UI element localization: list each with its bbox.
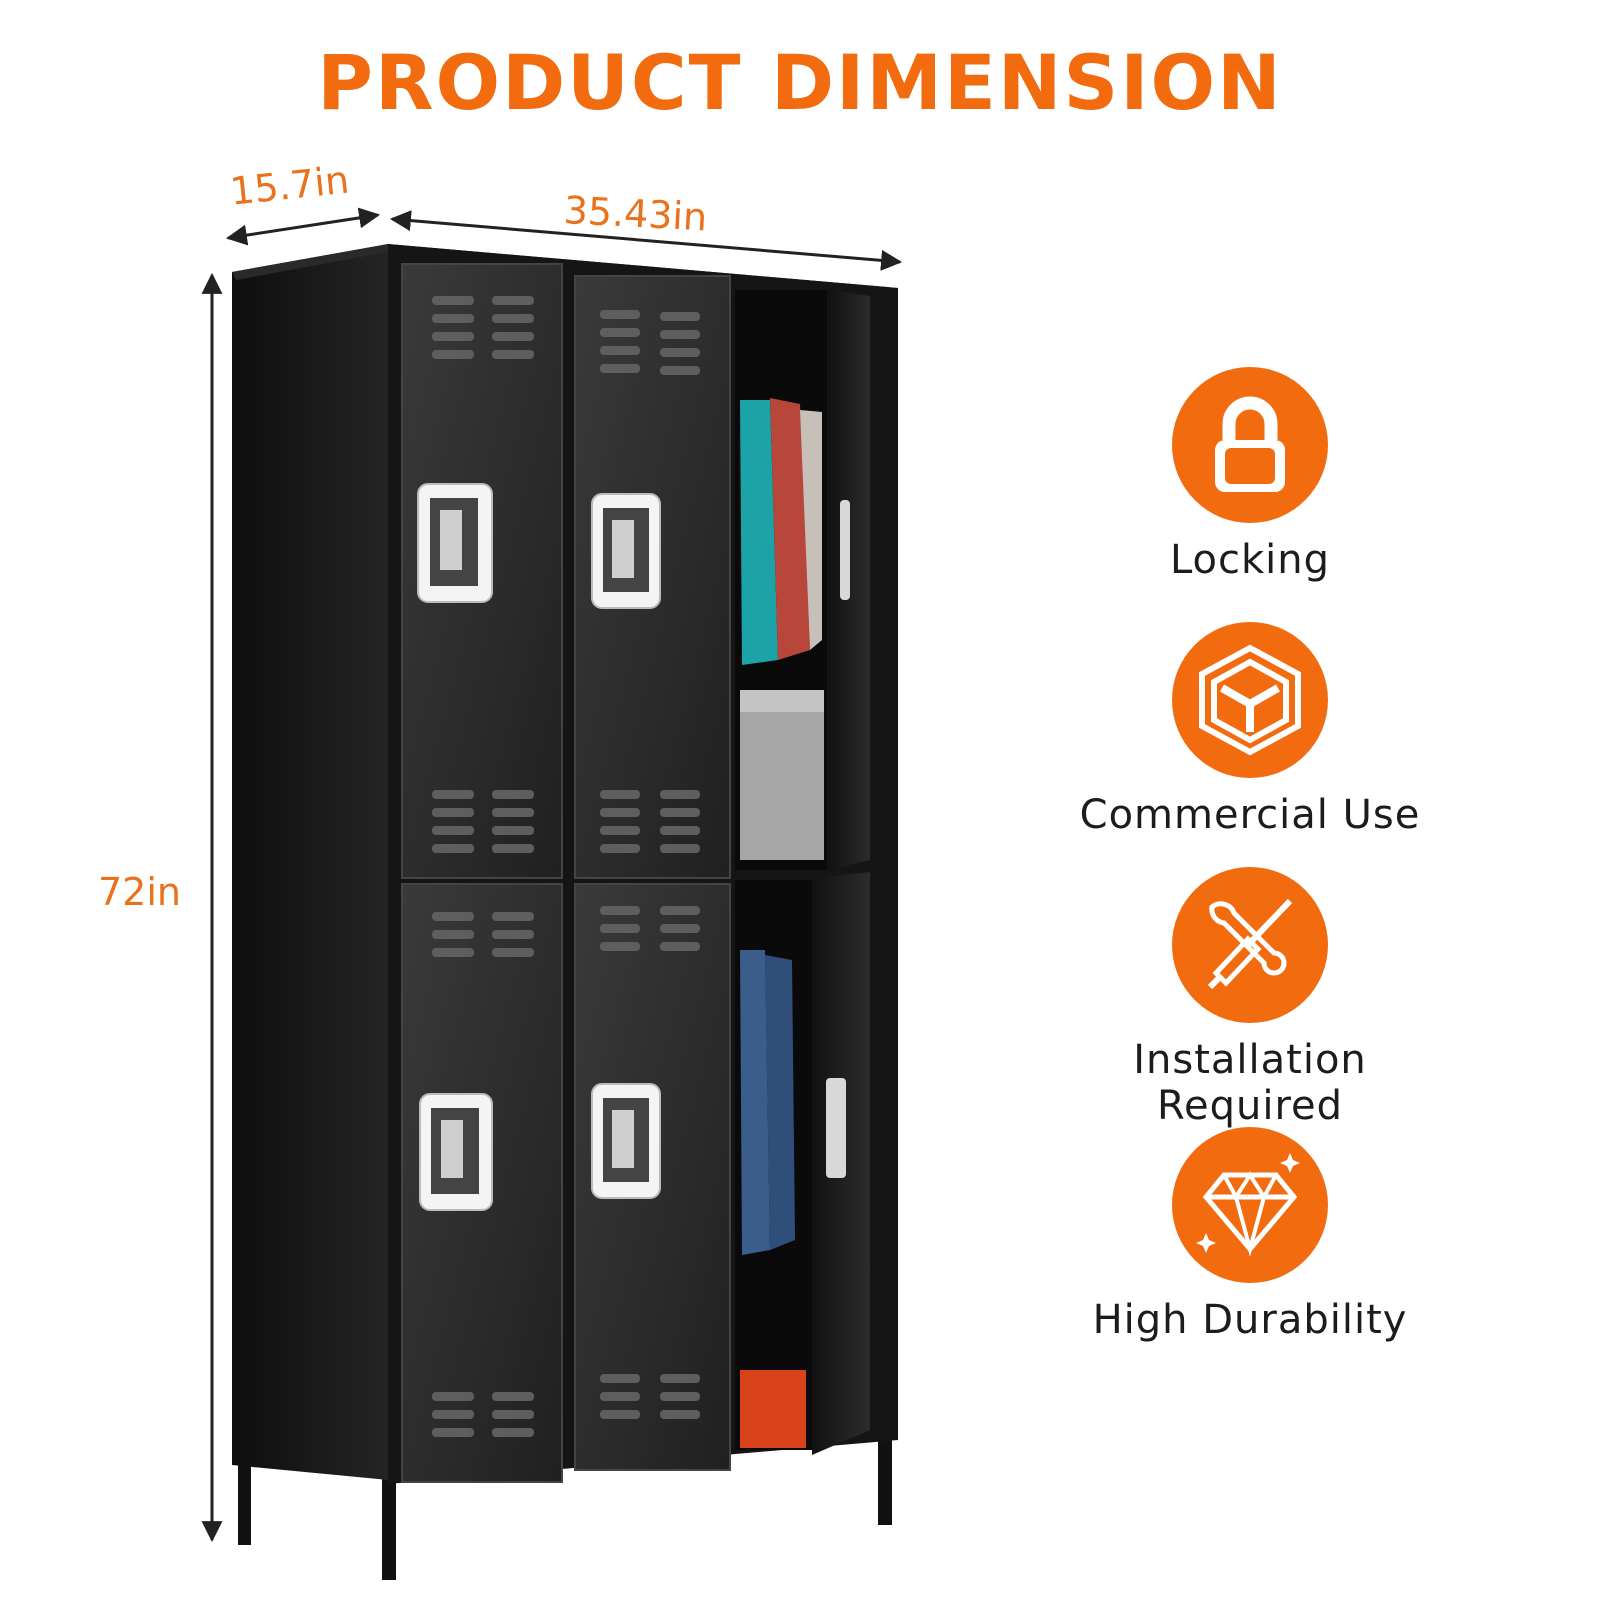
cube-icon xyxy=(1172,622,1328,778)
locker-side-panel xyxy=(232,244,388,1480)
padlock-icon xyxy=(1172,367,1328,523)
door-latch xyxy=(419,1093,493,1211)
door-handle xyxy=(840,500,850,600)
wrench-screwdriver-icon xyxy=(1172,867,1328,1023)
feature-commercial-use: Commercial Use xyxy=(1040,622,1460,838)
leg-back-left xyxy=(238,1465,251,1545)
storage-boxes xyxy=(740,690,824,1448)
leg-front-left xyxy=(382,1470,396,1580)
depth-dimension-line xyxy=(225,207,381,246)
door-latch xyxy=(417,483,493,603)
vents xyxy=(432,296,700,1437)
page-title: PRODUCT DIMENSION xyxy=(317,38,1283,127)
height-dimension-label: 72in xyxy=(98,870,181,914)
feature-installation-required: Installation Required xyxy=(1040,867,1460,1129)
feature-high-durability: High Durability xyxy=(1040,1127,1460,1343)
feature-label: Installation Required xyxy=(1133,1037,1367,1129)
width-dimension-line xyxy=(389,210,903,271)
hanging-clothes xyxy=(740,398,822,1255)
feature-locking: Locking xyxy=(1040,367,1460,583)
door-latch xyxy=(591,1083,661,1199)
feature-label: High Durability xyxy=(1092,1297,1408,1343)
feature-label: Commercial Use xyxy=(1079,792,1421,838)
door-latch xyxy=(591,493,661,609)
door-handle xyxy=(826,1078,846,1178)
feature-label: Locking xyxy=(1169,537,1331,583)
width-dimension-label: 35.43in xyxy=(562,188,709,240)
leg-front-right xyxy=(878,1430,892,1525)
diamond-icon xyxy=(1172,1127,1328,1283)
